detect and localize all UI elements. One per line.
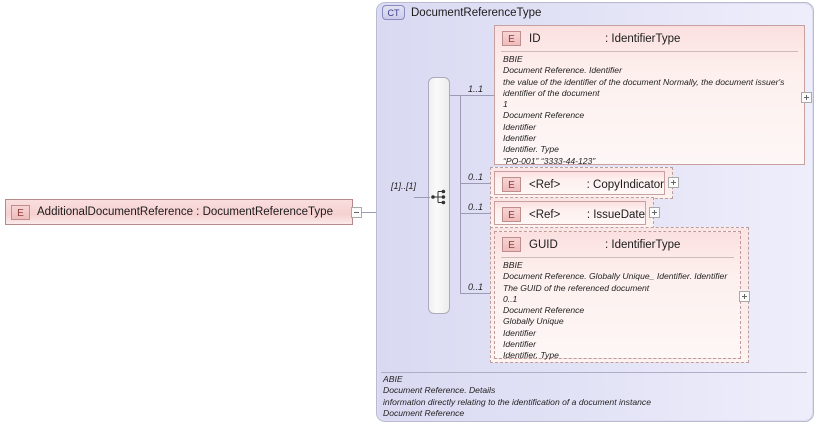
element-header-copyindicator: E <Ref> : CopyIndicator [495, 172, 664, 197]
compositor-occurrence-label: [1]..[1] [391, 181, 417, 191]
element-header-id: E ID : IdentifierType [495, 26, 804, 51]
plus-box-icon [801, 92, 812, 103]
expand-toggle-issuedate[interactable] [649, 207, 660, 218]
element-header-guid: E GUID : IdentifierType [495, 232, 740, 257]
element-box-id[interactable]: E ID : IdentifierType BBIE Document Refe… [494, 25, 805, 166]
root-element-box[interactable]: E AdditionalDocumentReference : Document… [5, 199, 353, 225]
plus-box-icon [668, 177, 679, 188]
element-name-issuedate: <Ref> [529, 208, 561, 221]
element-badge-icon: E [502, 237, 521, 252]
element-box-guid[interactable]: E GUID : IdentifierType BBIE Document Re… [494, 231, 741, 361]
complextype-badge-icon: CT [382, 5, 405, 20]
element-header-issuedate: E <Ref> : IssueDate [495, 202, 645, 227]
element-badge-icon: E [502, 207, 521, 222]
connector-spine [460, 95, 461, 293]
occurrence-guid: 0..1 [468, 282, 484, 292]
minus-box-icon [351, 207, 362, 218]
element-documentation-guid: BBIE Document Reference. Globally Unique… [503, 260, 728, 361]
occurrence-copyindicator: 0..1 [468, 172, 484, 182]
element-type-issuedate: : IssueDate [586, 208, 645, 221]
root-element-label: AdditionalDocumentReference : DocumentRe… [37, 206, 333, 218]
occurrence-id: 1..1 [468, 84, 484, 94]
element-badge-icon: E [502, 177, 521, 192]
header-separator [501, 257, 734, 258]
element-type-id: : IdentifierType [605, 32, 681, 45]
element-documentation-id: BBIE Document Reference. Identifier the … [503, 54, 785, 166]
element-type-guid: : IdentifierType [605, 238, 681, 251]
connector-to-id [450, 95, 494, 96]
footer-separator [381, 372, 807, 373]
element-badge-icon: E [11, 204, 30, 220]
sequence-icon [431, 189, 449, 205]
element-name-copyindicator: <Ref> [529, 178, 561, 191]
complextype-documentation: ABIE Document Reference. Details informa… [383, 374, 651, 418]
root-collapse-toggle[interactable] [351, 207, 362, 218]
occurrence-issuedate: 0..1 [468, 202, 484, 212]
connector-root-to-type [362, 212, 378, 213]
expand-toggle-guid[interactable] [739, 291, 750, 302]
element-name-guid: GUID [529, 238, 558, 251]
complextype-title: DocumentReferenceType [411, 6, 542, 19]
sequence-compositor-bar[interactable] [428, 77, 450, 314]
element-badge-icon: E [502, 31, 521, 46]
connector-to-guid [460, 293, 490, 294]
plus-box-icon [739, 291, 750, 302]
element-box-copyindicator[interactable]: E <Ref> : CopyIndicator [494, 171, 665, 195]
connector-to-compositor [414, 197, 430, 198]
element-box-issuedate[interactable]: E <Ref> : IssueDate [494, 201, 646, 225]
element-type-copyindicator: : CopyIndicator [586, 178, 664, 191]
expand-toggle-id[interactable] [801, 92, 812, 103]
connector-to-issuedate [460, 213, 490, 214]
complextype-title-row: CT DocumentReferenceType [382, 5, 541, 20]
plus-box-icon [649, 207, 660, 218]
connector-to-copyindicator [460, 183, 490, 184]
expand-toggle-copyindicator[interactable] [668, 177, 679, 188]
element-name-id: ID [529, 32, 541, 45]
header-separator [501, 51, 798, 52]
